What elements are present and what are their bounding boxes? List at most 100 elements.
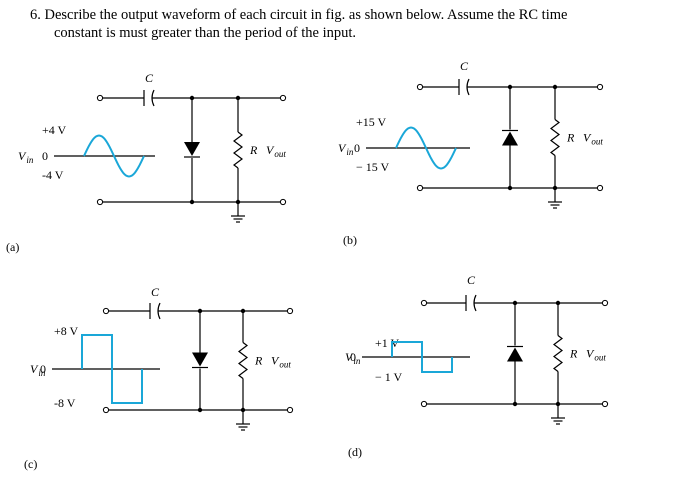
output-terminal	[279, 94, 287, 102]
junction-dot	[552, 84, 558, 90]
input-terminal	[96, 94, 104, 102]
diode	[507, 300, 523, 407]
resistor-label: R	[566, 131, 575, 145]
input-terminal	[416, 83, 424, 91]
junction-dot	[235, 199, 241, 205]
output-ground-terminal	[596, 184, 604, 192]
junction-dot	[552, 185, 558, 191]
ground-symbol	[231, 215, 245, 223]
junction-dot	[507, 84, 513, 90]
sine-wave	[395, 126, 457, 170]
vin-label: Vin	[30, 362, 46, 378]
junction-dot	[555, 401, 561, 407]
negative-level-label: − 1 V	[375, 370, 403, 384]
negative-level-label: − 15 V	[356, 160, 390, 174]
vin-label: Vin	[18, 149, 34, 165]
output-terminal	[286, 307, 294, 315]
positive-level-label: +15 V	[356, 115, 387, 129]
output-terminal	[601, 299, 609, 307]
capacitor: C	[465, 273, 477, 312]
junction-dot	[512, 401, 518, 407]
input-terminal	[420, 299, 428, 307]
diode-triangle	[507, 347, 523, 362]
resistor-label: R	[249, 143, 258, 157]
zero-label: 0	[42, 149, 48, 163]
capacitor-label: C	[460, 59, 469, 73]
junction-dot	[240, 407, 246, 413]
ground-symbol	[236, 423, 250, 431]
resistor-label: R	[569, 347, 578, 361]
ground-symbol	[548, 201, 562, 209]
output-terminal	[596, 83, 604, 91]
junction-dot	[512, 300, 518, 306]
resistor-zigzag	[238, 342, 248, 379]
zero-label: 0	[350, 350, 356, 364]
input-ground-terminal	[416, 184, 424, 192]
input-ground-terminal	[102, 406, 110, 414]
junction-dot	[189, 95, 195, 101]
network-d: C R Vout	[420, 273, 609, 425]
input-ground-terminal	[96, 198, 104, 206]
figure-caption-d: (d)	[348, 445, 362, 459]
question-line-2: constant is must greater than the period…	[54, 25, 357, 41]
resistor-zigzag	[550, 119, 560, 156]
vin-label: Vin	[338, 141, 354, 157]
zero-label: 0	[40, 362, 46, 376]
capacitor-plate-curved	[157, 302, 161, 320]
junction-dot	[197, 407, 203, 413]
junction-dot	[197, 308, 203, 314]
capacitor: C	[458, 59, 470, 96]
question-line-1: Describe the output waveform of each cir…	[44, 7, 568, 23]
diode	[184, 95, 200, 205]
positive-level-label: +1 V	[375, 336, 400, 350]
vout-label: Vout	[586, 347, 606, 363]
ground-symbol	[551, 417, 565, 425]
capacitor: C	[149, 285, 161, 320]
junction-dot	[507, 185, 513, 191]
vout-label: Vout	[271, 354, 291, 370]
diode-triangle	[184, 142, 200, 156]
capacitor-label: C	[145, 71, 154, 85]
diode-triangle	[502, 131, 518, 146]
junction-dot	[240, 308, 246, 314]
junction-dot	[189, 199, 195, 205]
positive-level-label: +8 V	[54, 324, 79, 338]
capacitor: C	[143, 71, 155, 107]
junction-dot	[235, 95, 241, 101]
zero-label: 0	[354, 141, 360, 155]
capacitor-plate-curved	[473, 294, 477, 312]
capacitor-plate-curved	[151, 89, 155, 107]
input-terminal	[102, 307, 110, 315]
input-ground-terminal	[420, 400, 428, 408]
figure-caption-c: (c)	[24, 457, 37, 471]
negative-level-label: -8 V	[54, 396, 76, 410]
question-text: 6. Describe the output waveform of each …	[30, 6, 670, 42]
sine-wave	[83, 134, 145, 178]
square-wave	[391, 341, 453, 373]
output-ground-terminal	[279, 198, 287, 206]
capacitor-plate-curved	[466, 78, 470, 96]
vin-label: Vin	[345, 350, 361, 366]
diode	[192, 308, 208, 413]
capacitor-label: C	[151, 285, 160, 299]
resistor-zigzag	[233, 131, 243, 169]
question-number: 6.	[30, 7, 41, 23]
square-wave	[81, 334, 143, 404]
resistor: R Vout	[553, 300, 606, 418]
output-ground-terminal	[286, 406, 294, 414]
figure-caption-a: (a)	[6, 240, 19, 254]
